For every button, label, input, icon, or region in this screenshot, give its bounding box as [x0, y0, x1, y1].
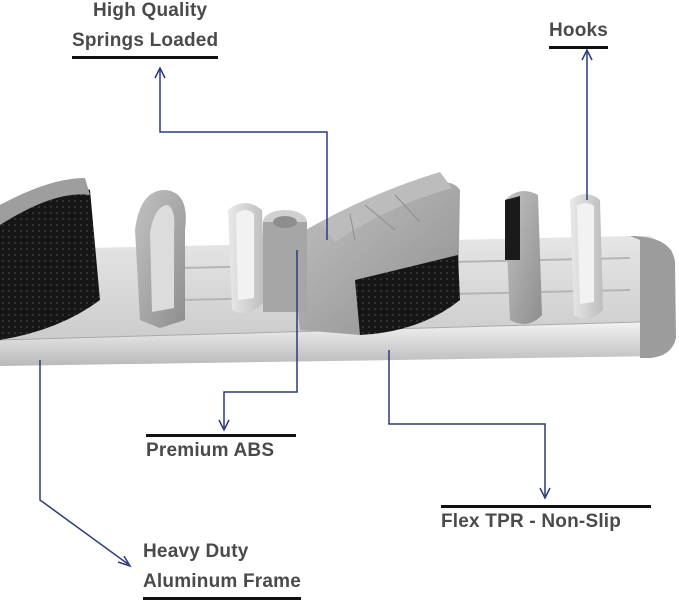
callout-arrows — [39, 48, 593, 568]
tpr-rule — [441, 505, 651, 508]
springs-label-line2: Springs Loaded — [72, 26, 219, 59]
silver-hook-1 — [228, 203, 265, 314]
abs-arrow — [223, 250, 298, 428]
abs-arrowhead — [218, 419, 230, 432]
frame-arrow — [39, 360, 129, 565]
springs-label-line1: High Quality — [93, 0, 208, 21]
left-rubber-clamp — [0, 178, 100, 340]
frame-label-line1: Heavy Duty — [143, 541, 249, 562]
frame-label-line2: Aluminum Frame — [143, 567, 301, 600]
silver-hook-2 — [570, 194, 603, 319]
gray-hook-left — [135, 190, 186, 328]
hooks-label: Hooks — [549, 16, 609, 49]
gray-hook-right — [505, 191, 542, 324]
abs-label: Premium ABS — [146, 440, 275, 461]
tpr-arrowhead — [539, 487, 551, 500]
springs-arrowhead — [154, 66, 166, 79]
hooks-arrowhead — [581, 48, 593, 61]
center-clamp — [263, 172, 460, 335]
abs-rule — [146, 434, 296, 437]
frame-arrowhead — [117, 555, 132, 568]
tpr-arrow — [388, 350, 546, 496]
springs-arrow — [159, 70, 328, 240]
tpr-label: Flex TPR - Non-Slip — [441, 511, 622, 532]
